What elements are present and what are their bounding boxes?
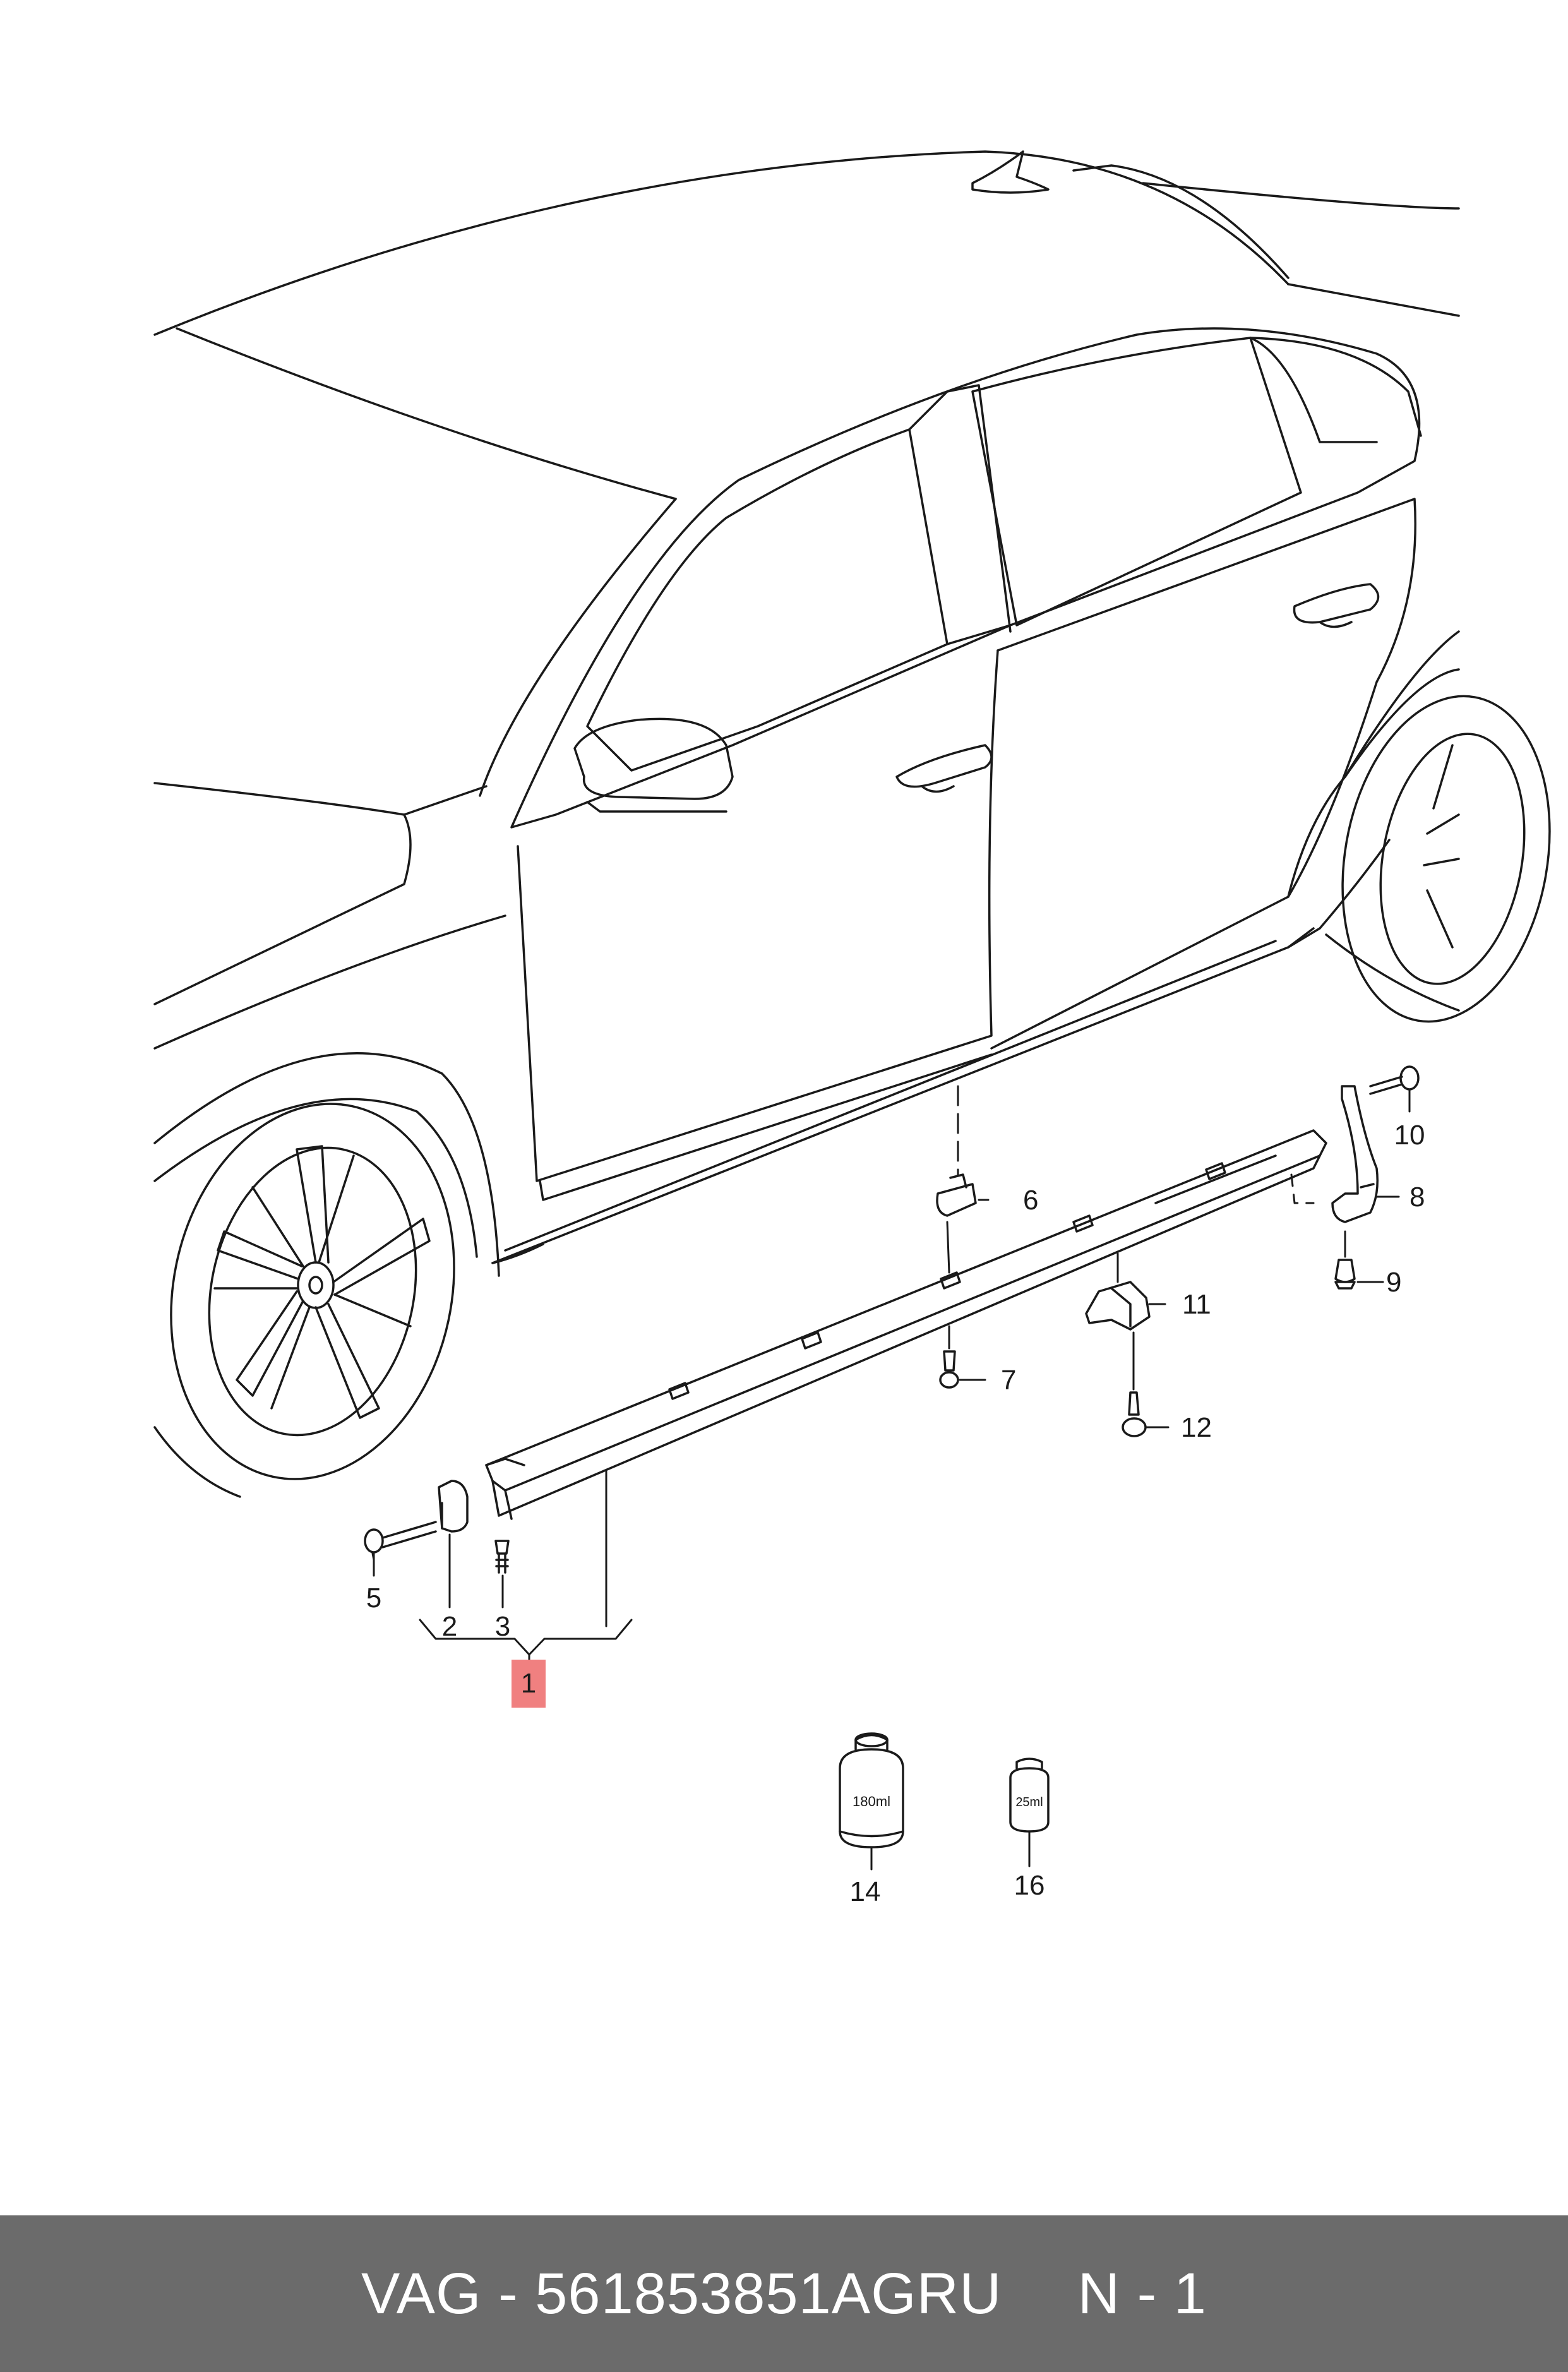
callout-2: 2 bbox=[442, 1611, 457, 1642]
callout-9: 9 bbox=[1386, 1267, 1401, 1298]
bracket-8 bbox=[1331, 1085, 1379, 1223]
end-cap bbox=[438, 1480, 469, 1533]
screw-5 bbox=[364, 1521, 437, 1554]
bottle-25ml-icon bbox=[1009, 1758, 1050, 1833]
callout-3: 3 bbox=[495, 1611, 510, 1642]
callout-5: 5 bbox=[366, 1583, 381, 1614]
callout-1: 1 bbox=[521, 1668, 536, 1699]
callout-12: 12 bbox=[1181, 1412, 1212, 1443]
callout-8: 8 bbox=[1409, 1182, 1425, 1213]
callout-6: 6 bbox=[1023, 1185, 1038, 1216]
footer-page: N - 1 bbox=[1077, 2261, 1207, 2326]
footer-part-number: VAG - 561853851AGRU bbox=[361, 2261, 1002, 2326]
bracket-11 bbox=[1085, 1281, 1151, 1331]
clip-6 bbox=[936, 1173, 977, 1217]
callout-11: 11 bbox=[1182, 1289, 1211, 1320]
footer-bar: VAG - 561853851AGRU N - 1 bbox=[0, 2215, 1568, 2372]
bottle-180ml-label: 180ml bbox=[853, 1794, 890, 1809]
roof-antenna bbox=[971, 150, 1050, 194]
front-wheel bbox=[170, 1103, 455, 1480]
screw-10 bbox=[1369, 1065, 1420, 1095]
clip-9 bbox=[1334, 1259, 1356, 1290]
screw-7 bbox=[939, 1350, 959, 1389]
callout-14: 14 bbox=[850, 1876, 881, 1907]
callout-1-highlight bbox=[512, 1660, 546, 1708]
sill-panel bbox=[485, 1129, 1327, 1520]
screw-12 bbox=[1122, 1391, 1147, 1437]
rear-wheel bbox=[1341, 695, 1551, 1023]
callout-7: 7 bbox=[1001, 1365, 1016, 1396]
clip-3 bbox=[494, 1540, 510, 1574]
callout-10: 10 bbox=[1394, 1120, 1425, 1151]
car-body-outline bbox=[153, 150, 1460, 1498]
bottle-180ml-icon bbox=[839, 1732, 904, 1848]
callout-16: 16 bbox=[1014, 1870, 1045, 1901]
bottle-25ml-label: 25ml bbox=[1015, 1795, 1043, 1809]
parts-diagram: 1 2 3 5 6 7 8 9 10 11 12 14 16 180ml 25m… bbox=[153, 150, 1551, 1907]
leader-lines bbox=[371, 1085, 1411, 1871]
